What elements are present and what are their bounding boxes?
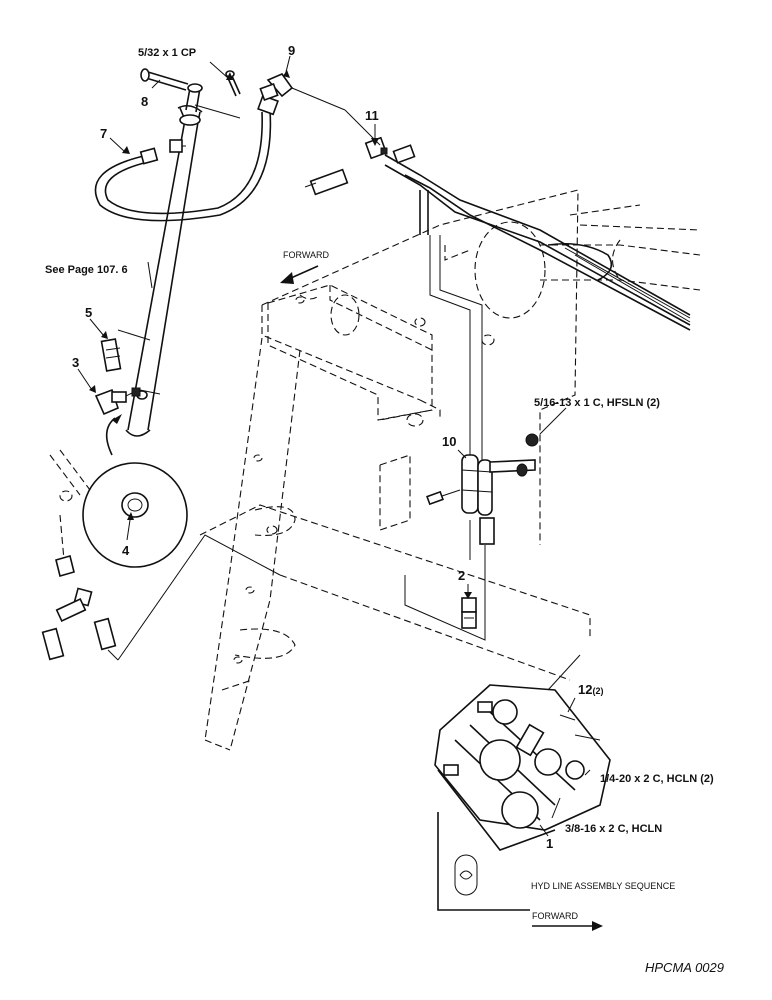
elbow-fitting-9 (259, 73, 381, 146)
callout-8: 8 (141, 94, 148, 109)
callout-11: 11 (365, 108, 379, 123)
label-cotter-pin: 5/32 x 1 CP (138, 47, 196, 59)
label-assembly-title: HYD LINE ASSEMBLY SEQUENCE (531, 881, 675, 891)
figure-id: HPCMA 0029 (645, 960, 724, 975)
callout-1: 1 (546, 836, 553, 851)
ladder-bracket-outline (204, 337, 301, 751)
callout-3: 3 (72, 355, 79, 370)
detail-circle-4 (82, 414, 188, 568)
forward-arrow-top (280, 265, 319, 284)
callout-4: 4 (122, 543, 130, 558)
callout-7: 7 (100, 126, 107, 141)
forward-arrow-bottom (532, 921, 603, 931)
hose-7 (94, 94, 279, 222)
label-bolt-hcln: 3/8-16 x 2 C, HCLN (565, 823, 662, 835)
callout-12: 12(2) (578, 682, 603, 697)
elbow-3 (94, 387, 141, 416)
label-bolt-hcln-2: 1/4-20 x 2 C, HCLN (2) (600, 773, 714, 785)
clamp-10 (426, 454, 536, 545)
callout-10: 10 (442, 434, 456, 449)
hydraulic-cylinder (125, 83, 203, 437)
pin-8 (140, 68, 189, 91)
label-forward-top: FORWARD (283, 250, 329, 260)
valve-block-assembly (434, 654, 611, 851)
callout-9: 9 (288, 43, 295, 58)
fitting-11 (304, 136, 416, 196)
cotter-pin (194, 70, 241, 119)
fitting-2 (461, 597, 477, 629)
top-beam-outline (267, 284, 433, 421)
adapter-5 (100, 329, 151, 372)
callout-2: 2 (458, 568, 465, 583)
mounting-plate-outline (199, 189, 591, 681)
leader-lines (77, 55, 591, 837)
label-forward-bottom: FORWARD (532, 911, 578, 921)
callout-5: 5 (85, 305, 92, 320)
exploded-fittings-left (41, 449, 281, 661)
label-bolt-hfsln: 5/16-13 x 1 C, HFSLN (2) (534, 397, 660, 409)
callout-6: See Page 107. 6 (45, 264, 128, 276)
hose-bundle-outline (540, 204, 701, 291)
lower-bracket (437, 812, 530, 911)
